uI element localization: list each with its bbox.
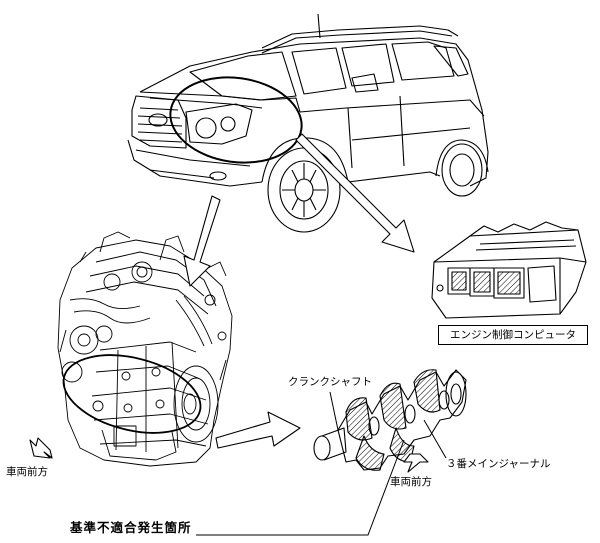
pointer-arrows [29, 133, 429, 473]
leader-defect-location [196, 439, 405, 536]
engine-bay-highlight [169, 76, 303, 164]
main-journal-label: ３番メインジャーナル [446, 458, 551, 470]
arrow-engine-to-crankshaft [215, 411, 301, 449]
front-arrow-right [403, 453, 429, 473]
crankcase-highlight [62, 354, 202, 434]
crankshaft-label: クランクシャフト [288, 376, 372, 388]
vehicle-front-label-right: 車両前方 [390, 476, 432, 488]
leader-lines [196, 391, 447, 536]
crankshaft-illustration [313, 369, 467, 471]
suv-illustration [127, 13, 489, 233]
leader-main-journal [423, 419, 447, 459]
front-arrow-left [29, 437, 53, 459]
defect-location-label: 基準不適合発生箇所 [70, 520, 192, 535]
leader-crankshaft [329, 391, 339, 431]
arrow-suv-to-ecu [295, 133, 415, 253]
arrow-suv-to-engine [183, 195, 221, 287]
engine-illustration [57, 231, 233, 467]
ecu-illustration [431, 221, 587, 319]
ecu-label: エンジン制御コンピュータ [438, 325, 588, 345]
vehicle-front-label-left: 車両前方 [6, 466, 48, 478]
